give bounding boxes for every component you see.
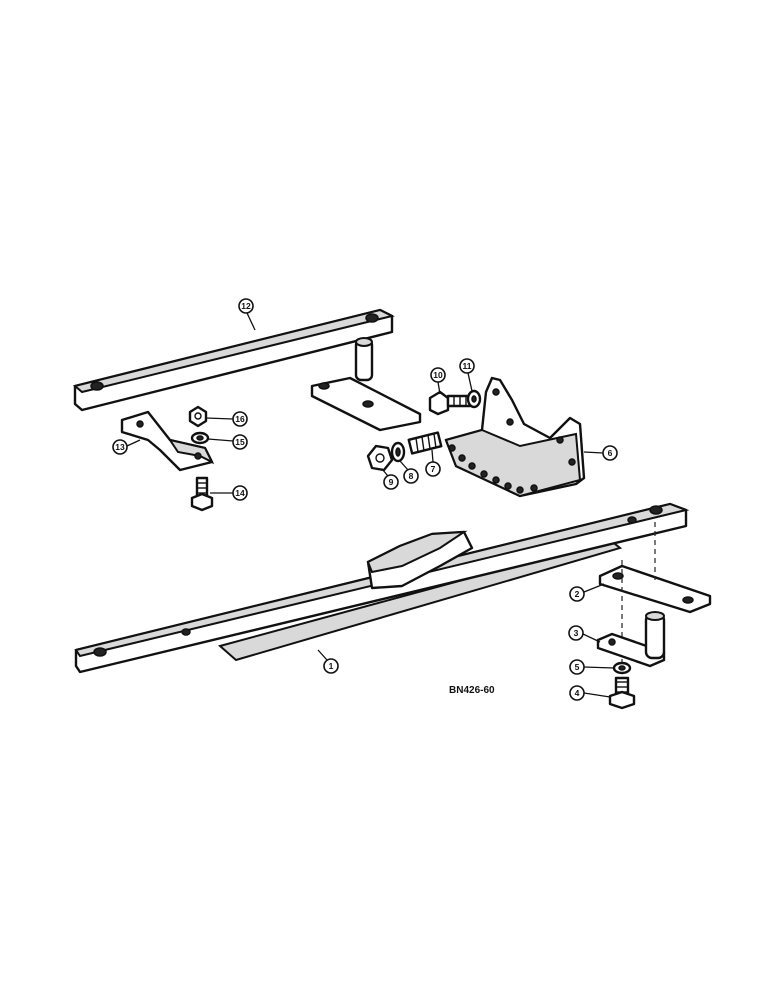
callout-2-label: 2 bbox=[575, 589, 580, 599]
pin-part-3 bbox=[596, 611, 666, 668]
assembly-guide-lines bbox=[621, 522, 656, 686]
callout-7-label: 7 bbox=[431, 464, 436, 474]
bolt-part-14 bbox=[190, 476, 214, 512]
callout-12-label: 12 bbox=[241, 301, 251, 311]
callout-11: 11 bbox=[459, 358, 475, 392]
reference-code: BN426-60 bbox=[449, 685, 495, 696]
callout-11-label: 11 bbox=[463, 361, 472, 371]
quadrant-notches bbox=[448, 444, 538, 494]
callout-3-label: 3 bbox=[574, 628, 579, 638]
callout-1-label: 1 bbox=[329, 661, 334, 671]
callout-8: 8 bbox=[399, 460, 419, 484]
callout-9-label: 9 bbox=[389, 477, 394, 487]
nut-part-16 bbox=[188, 405, 208, 428]
callout-15-label: 15 bbox=[235, 437, 245, 447]
washer-part-5 bbox=[612, 661, 632, 675]
stud-part-7 bbox=[407, 431, 443, 455]
nut-part-9 bbox=[366, 444, 394, 472]
callout-4-label: 4 bbox=[575, 688, 580, 698]
callout-14-label: 14 bbox=[235, 488, 245, 498]
callout-16-label: 16 bbox=[235, 414, 245, 424]
callout-6: 6 bbox=[583, 445, 618, 461]
callout-4: 4 bbox=[569, 685, 611, 701]
callout-8-label: 8 bbox=[409, 471, 414, 481]
callout-1: 1 bbox=[317, 649, 339, 674]
washer-part-15 bbox=[190, 431, 210, 445]
callout-15: 15 bbox=[207, 434, 248, 450]
callout-10: 10 bbox=[430, 367, 446, 395]
plate-part-2 bbox=[598, 564, 712, 614]
callout-5-label: 5 bbox=[575, 662, 580, 672]
callout-13: 13 bbox=[112, 439, 141, 455]
callout-2: 2 bbox=[569, 583, 605, 602]
callout-13-label: 13 bbox=[115, 442, 125, 452]
main-bar-part-1 bbox=[74, 502, 690, 674]
bolt-part-4 bbox=[608, 676, 636, 710]
callout-5: 5 bbox=[569, 659, 615, 675]
callout-6-label: 6 bbox=[608, 448, 613, 458]
callout-16: 16 bbox=[205, 411, 248, 427]
upper-plate-with-pin bbox=[310, 337, 422, 432]
callout-12: 12 bbox=[238, 298, 256, 331]
quadrant-part-6 bbox=[444, 376, 586, 498]
callout-14: 14 bbox=[210, 485, 248, 501]
callout-3: 3 bbox=[568, 625, 601, 643]
callout-9: 9 bbox=[381, 468, 399, 490]
washer-part-8 bbox=[390, 441, 406, 463]
callout-10-label: 10 bbox=[433, 370, 443, 380]
callout-7: 7 bbox=[425, 449, 441, 477]
bolt-part-10 bbox=[428, 390, 472, 416]
upper-bar-part-12 bbox=[72, 308, 395, 412]
bracket-part-13 bbox=[120, 410, 215, 472]
washer-part-11 bbox=[466, 389, 482, 409]
